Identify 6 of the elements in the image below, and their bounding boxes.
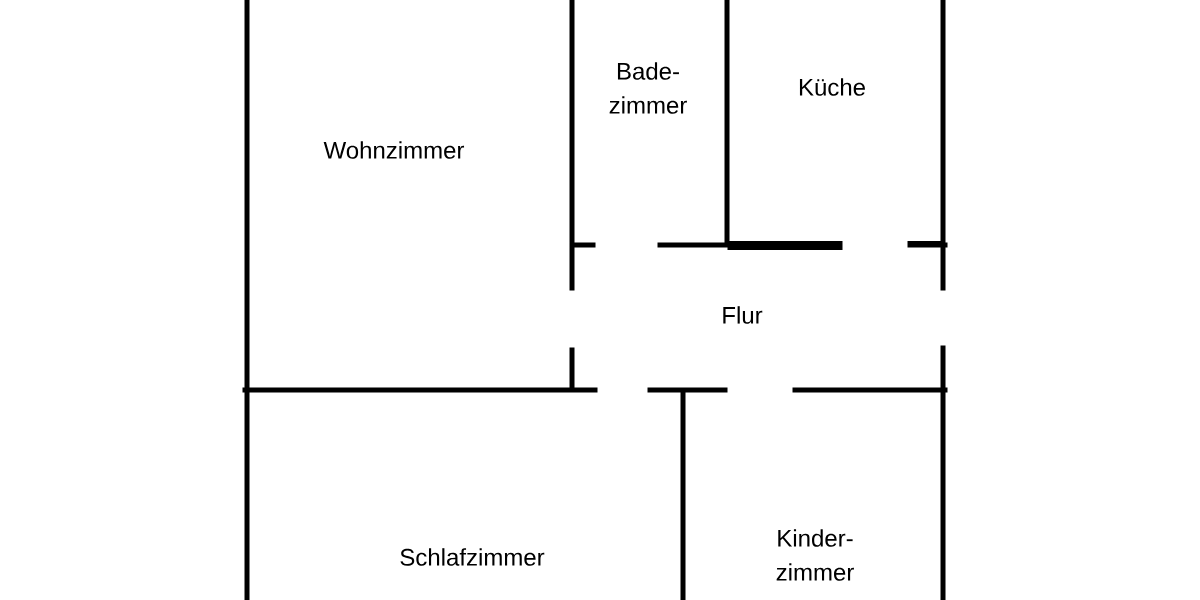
room-label: Kinder- zimmer <box>776 529 854 581</box>
room-label: Schlafzimmer <box>400 548 545 566</box>
room-label: Bade- zimmer <box>609 62 687 114</box>
room-label: Flur <box>723 306 763 324</box>
room-label: Wohnzimmer <box>323 141 465 159</box>
room-label: Küche <box>799 78 865 96</box>
